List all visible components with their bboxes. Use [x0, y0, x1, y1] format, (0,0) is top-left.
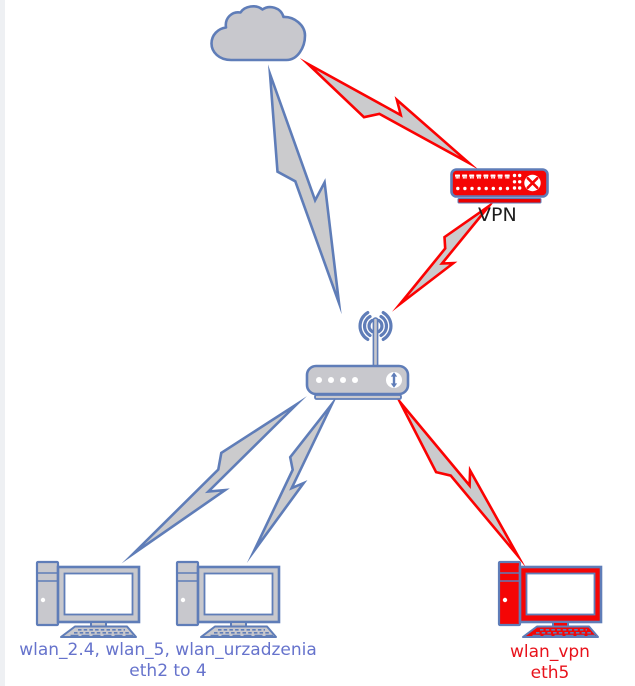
lan-group-label-line2: eth2 to 4 — [129, 661, 207, 681]
lightning-link-router-to-pc-lan-1 — [121, 396, 307, 564]
vpn-pc-label-line1: wlan_vpn — [510, 642, 590, 662]
vpn-computer-icon — [497, 560, 603, 639]
crossed-links-icon — [524, 174, 541, 192]
page-edge-strip — [0, 0, 5, 686]
wireless-router-icon — [305, 311, 410, 400]
wifi-antenna-icon — [358, 311, 393, 341]
lan-computer-1-icon — [35, 560, 141, 639]
vpn-switch-label: VPN — [478, 204, 517, 226]
lan-group-label-line1: wlan_2.4, wlan_5, wlan_urzadzenia — [19, 640, 317, 660]
vpn-pc-label: wlan_vpn eth5 — [492, 642, 608, 684]
lightning-link-vpn-switch-to-router — [391, 199, 496, 312]
lightning-link-cloud-to-vpn-switch — [299, 57, 479, 170]
switch-ports — [455, 173, 522, 191]
lan-computer-2-icon — [175, 560, 281, 639]
vpn-switch-icon — [450, 168, 549, 204]
lan-group-label: wlan_2.4, wlan_5, wlan_urzadzenia eth2 t… — [0, 640, 336, 682]
lightning-bolts-group — [121, 57, 526, 568]
updown-arrow-icon — [386, 372, 402, 388]
lightning-link-cloud-to-router — [267, 64, 342, 315]
lightning-link-router-to-pc-vpn — [393, 392, 526, 568]
internet-cloud-icon — [210, 5, 307, 62]
router-leds — [316, 377, 358, 383]
vpn-pc-label-line2: eth5 — [530, 663, 570, 683]
lightning-link-router-to-pc-lan-2 — [246, 393, 339, 564]
